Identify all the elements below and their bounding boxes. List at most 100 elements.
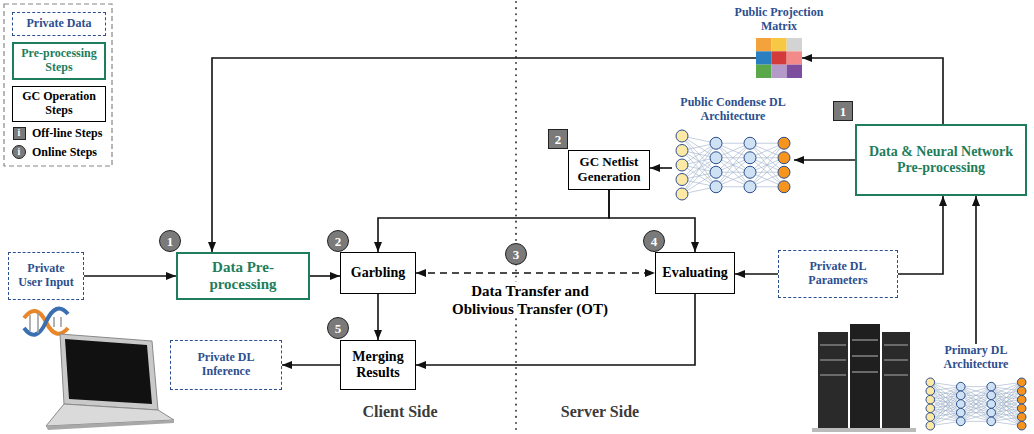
- projection-matrix: Public Projection Matrix: [756, 38, 802, 78]
- connector-arrow: [609, 190, 695, 252]
- figure-heading: Public Projection Matrix: [717, 6, 841, 34]
- callout-number: 5: [327, 317, 349, 339]
- neuron: [1017, 387, 1026, 396]
- connector-arrow: [84, 275, 176, 277]
- side-label: Server Side: [500, 401, 700, 423]
- legend-frame: [4, 4, 112, 166]
- node-text: Data Pre-processing: [183, 259, 303, 294]
- legend-text: Online Steps: [32, 146, 97, 160]
- connector-arrow: [282, 364, 340, 366]
- network-link: [716, 143, 750, 187]
- process-box: Evaluating: [655, 252, 735, 294]
- node-text: Evaluating: [661, 265, 729, 281]
- server-rack: [818, 332, 848, 430]
- neuron: [926, 387, 935, 396]
- callout-number: 3: [505, 243, 527, 265]
- connector-arrow: [802, 58, 943, 124]
- network-link: [961, 387, 991, 413]
- preprocessing-box: Data & Neural Network Pre-processing: [855, 124, 1027, 196]
- callout-number: 1: [159, 230, 181, 252]
- node-text: Garbling: [346, 265, 410, 281]
- rack-slot: [820, 344, 846, 346]
- laptop-bezel: [60, 334, 158, 410]
- rack-slot: [884, 374, 908, 376]
- figure-heading: Primary DL Architecture: [920, 344, 1032, 372]
- neuron: [926, 378, 935, 387]
- connector-arrow: [378, 190, 609, 252]
- neuron: [676, 130, 688, 142]
- network-link: [991, 387, 1021, 426]
- callout-number: 1: [833, 101, 853, 121]
- neuron: [744, 166, 756, 178]
- legend-entry: Off-line Steps: [30, 126, 110, 141]
- connector-arrow: [377, 294, 379, 340]
- connector-arrow: [416, 272, 655, 274]
- legend-text: Off-line Steps: [32, 127, 102, 141]
- rack-slot: [852, 371, 878, 373]
- matrix-cell: [787, 38, 802, 51]
- network-link: [991, 408, 1021, 421]
- neuron: [676, 174, 688, 186]
- neuron: [778, 181, 790, 193]
- rack-slot: [852, 355, 878, 357]
- network-link: [961, 395, 991, 421]
- dna-rung: [37, 313, 39, 333]
- private-data-box: Private DL Parameters: [778, 250, 898, 298]
- neuron: [987, 382, 996, 391]
- side-label: Client Side: [300, 401, 500, 423]
- connector-arrow: [975, 196, 977, 344]
- laptop-edge: [46, 420, 174, 430]
- neuron: [956, 400, 965, 409]
- legend-entry: Online Steps: [30, 145, 110, 160]
- network-link: [930, 382, 960, 421]
- network-link: [930, 387, 960, 426]
- node-text: Merging Results: [346, 349, 410, 381]
- neuron: [926, 413, 935, 422]
- server-rack: [850, 324, 880, 430]
- dna-rung: [29, 315, 31, 331]
- neuron: [926, 421, 935, 430]
- process-box: Garbling: [340, 252, 416, 294]
- matrix-cell: [756, 38, 771, 51]
- network-drawing: [676, 130, 790, 200]
- edge-label-box: Data Transfer and Oblivious Transfer (OT…: [439, 282, 621, 318]
- server-rack: [882, 332, 910, 430]
- neuron: [676, 188, 688, 200]
- neuron: [778, 137, 790, 149]
- legend-text: GC Operation Steps: [15, 90, 103, 118]
- rack-slot: [852, 339, 878, 341]
- neuron: [710, 181, 722, 193]
- rack-slot: [820, 374, 846, 376]
- network-link: [716, 143, 750, 187]
- neuron: [744, 137, 756, 149]
- legend-entry: GC Operation Steps: [12, 86, 106, 122]
- neuron: [956, 391, 965, 400]
- matrix-cell: [771, 38, 786, 51]
- edge-label: Data Transfer and Oblivious Transfer (OT…: [452, 283, 608, 317]
- network-link: [930, 413, 960, 426]
- private-data-box: Private DL Inference: [170, 340, 282, 390]
- process-box: GC Netlist Generation: [568, 150, 650, 190]
- network-figure: Primary DL Architecture: [920, 344, 1032, 432]
- figure-heading: Public Condense DL Architecture: [672, 96, 794, 124]
- network-figure: Public Condense DL Architecture: [672, 96, 794, 204]
- neuron: [744, 152, 756, 164]
- network-link: [750, 143, 784, 187]
- dna-rung: [60, 317, 62, 327]
- preprocessing-box: Data Pre-processing: [176, 252, 310, 300]
- neuron: [710, 152, 722, 164]
- server-floor: [812, 428, 916, 432]
- neuron: [710, 166, 722, 178]
- dna-strand: [24, 309, 68, 335]
- matrix-cell: [771, 65, 786, 78]
- node-text: Private DL Inference: [176, 351, 276, 379]
- rack-slot: [884, 359, 908, 361]
- rack-slot: [820, 359, 846, 361]
- neuron: [676, 159, 688, 171]
- legend-entry: Pre-processing Steps: [12, 42, 106, 80]
- connector-arrow: [650, 167, 672, 169]
- neuron: [1017, 421, 1026, 430]
- network-link: [991, 382, 1021, 421]
